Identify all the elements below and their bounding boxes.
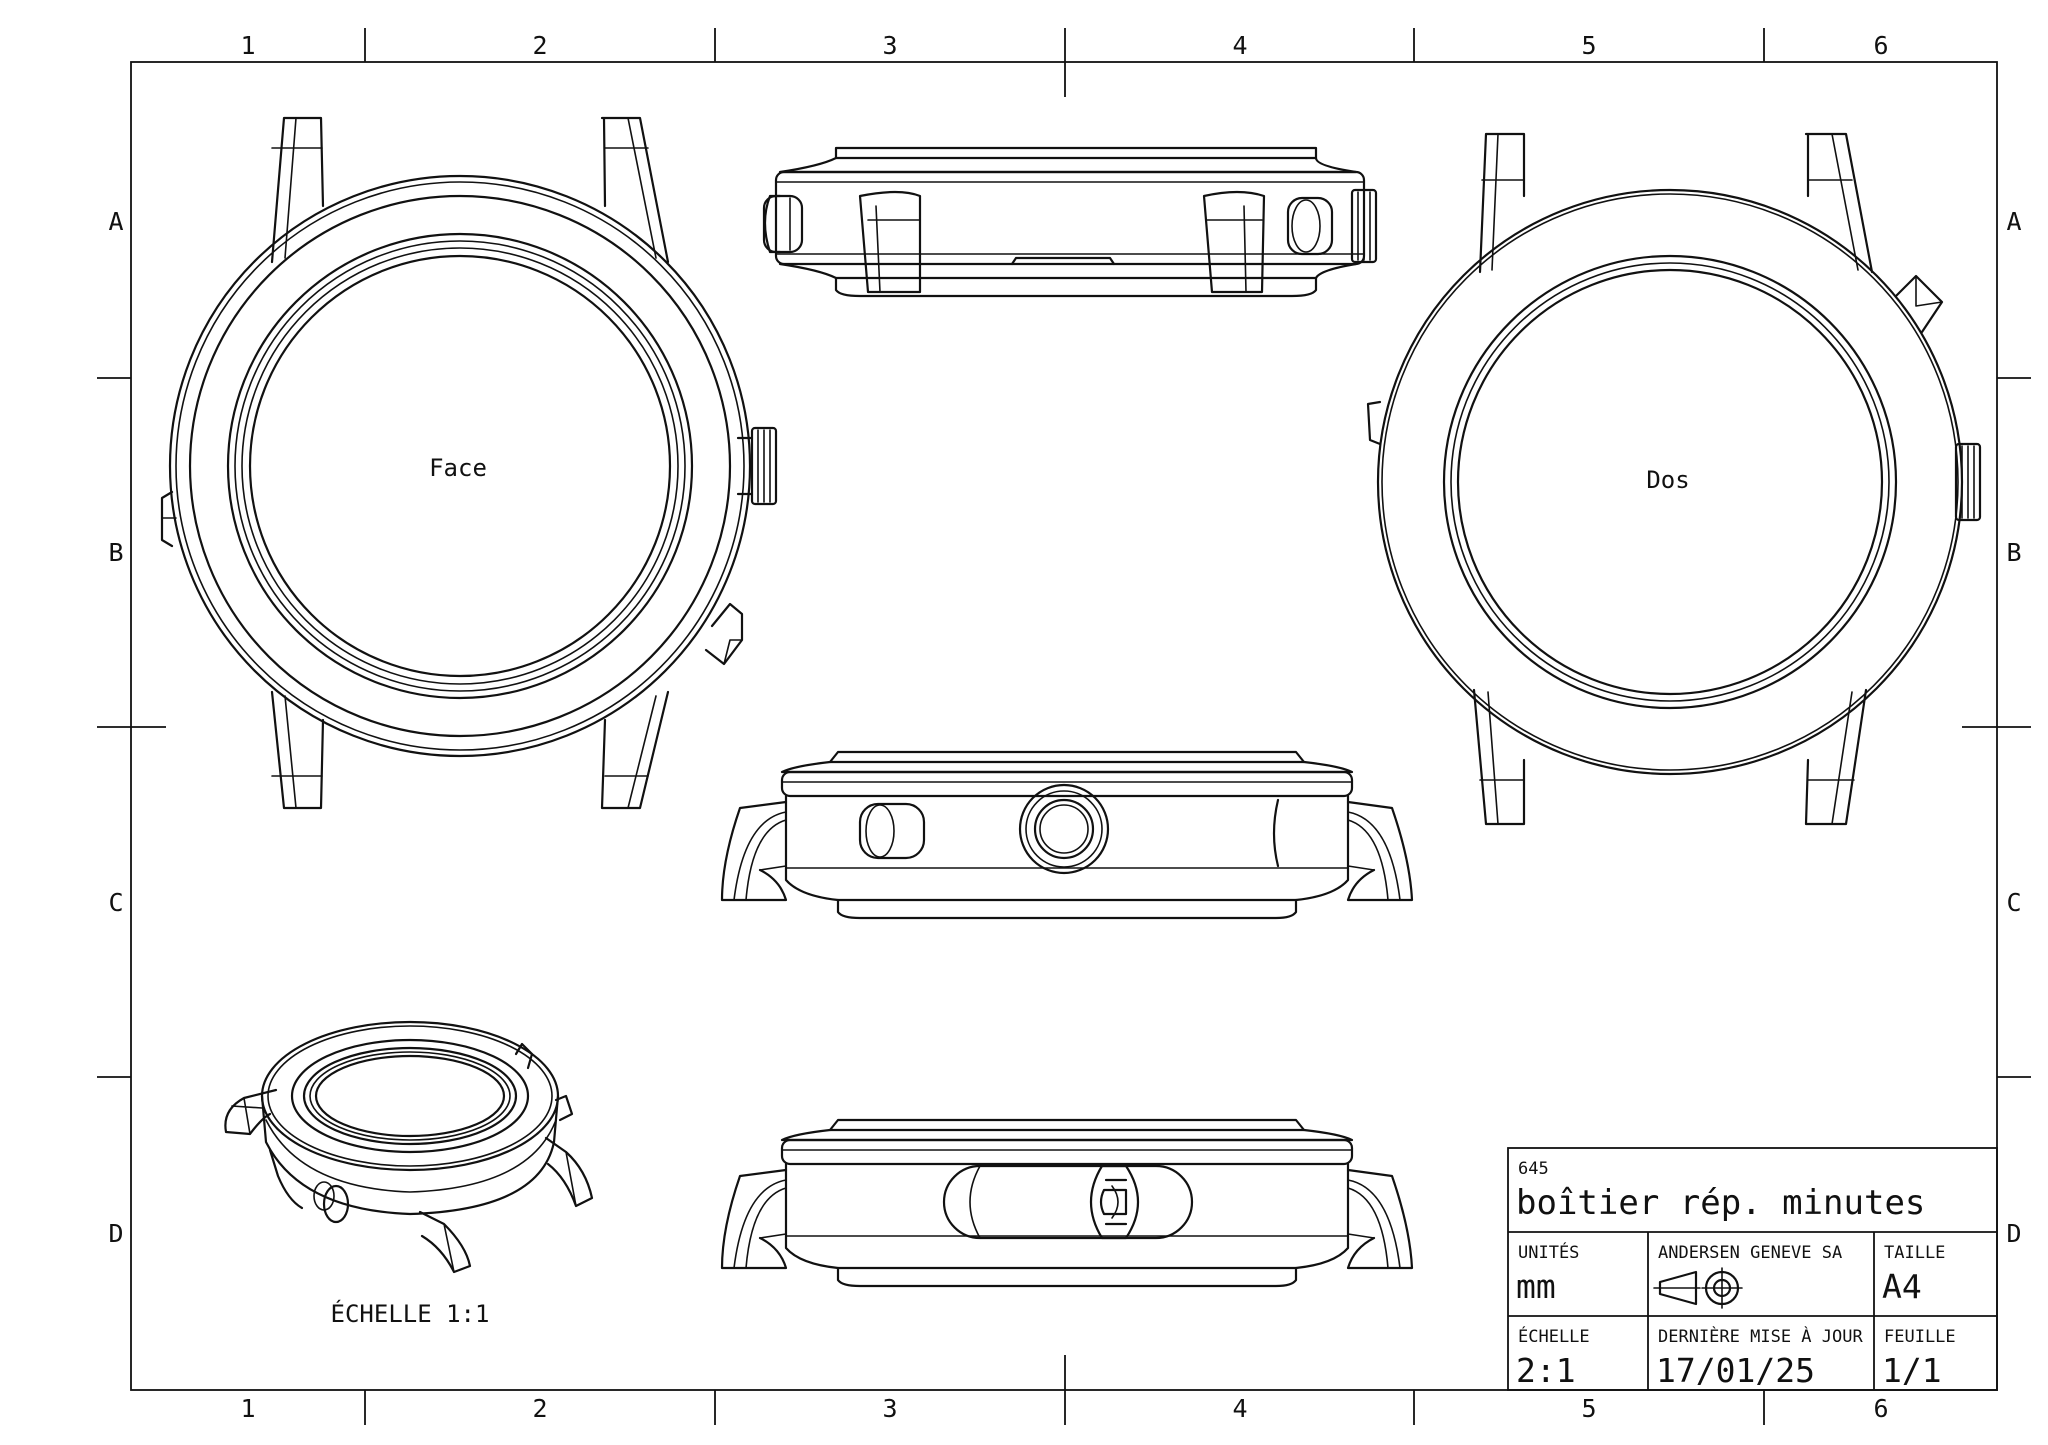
sheet-value: 1/1: [1882, 1351, 1942, 1390]
zone-col-6-bottom: 6: [1873, 1394, 1888, 1423]
size-value: A4: [1882, 1267, 1922, 1306]
drawing-title: boîtier rép. minutes: [1516, 1183, 1925, 1223]
zone-row-d-left: D: [108, 1219, 123, 1248]
zone-row-c-left: C: [108, 888, 123, 917]
front-view: Face: [160, 116, 778, 810]
back-crystal: [1456, 268, 1884, 696]
zone-col-2-bottom: 2: [532, 1394, 547, 1423]
company-name: ANDERSEN GENEVE SA: [1658, 1243, 1842, 1263]
zone-row-b-left: B: [108, 538, 123, 567]
repeater-slot: [942, 1164, 1194, 1240]
title-block: 645 boîtier rép. minutes UNITÉS mm ANDER…: [1507, 1147, 1998, 1391]
isometric-view: ÉCHELLE 1:1: [224, 1020, 594, 1328]
zone-col-4-top: 4: [1232, 31, 1247, 60]
sheet-frame: [97, 28, 2031, 1425]
front-lugs: [270, 116, 670, 810]
units-value: mm: [1516, 1267, 1556, 1306]
front-crown: [736, 426, 778, 506]
back-case-outer: [1376, 188, 1964, 776]
zone-col-5-top: 5: [1581, 31, 1596, 60]
zone-col-3-bottom: 3: [882, 1394, 897, 1423]
scale-value: 2:1: [1516, 1351, 1576, 1390]
zone-col-6-top: 6: [1873, 31, 1888, 60]
front-crystal: [248, 254, 672, 678]
zone-row-b-right: B: [2006, 538, 2021, 567]
isometric-scale-note: ÉCHELLE 1:1: [331, 1299, 490, 1328]
last-updated-label: DERNIÈRE MISE À JOUR: [1658, 1325, 1863, 1347]
top-side-view: [762, 146, 1378, 298]
back-lugs: [1472, 132, 1874, 826]
last-updated-value: 17/01/25: [1656, 1351, 1815, 1390]
zone-labels-right: A B C D: [2006, 207, 2021, 1248]
drawing-number: 645: [1518, 1159, 1549, 1179]
zone-col-3-top: 3: [882, 31, 897, 60]
back-view: Dos: [1366, 132, 1982, 826]
sheet-label: FEUILLE: [1884, 1327, 1956, 1347]
zone-labels-bottom: 1 2 3 4 5 6: [240, 1394, 1888, 1423]
back-view-label: Dos: [1646, 466, 1689, 494]
zone-col-5-bottom: 5: [1581, 1394, 1596, 1423]
size-label: TAILLE: [1884, 1243, 1945, 1263]
scale-label: ÉCHELLE: [1518, 1325, 1590, 1347]
front-pushers: [160, 490, 744, 666]
units-label: UNITÉS: [1518, 1241, 1579, 1263]
zone-row-c-right: C: [2006, 888, 2021, 917]
crown-side-view: [720, 750, 1414, 920]
zone-labels-top: 1 2 3 4 5 6: [240, 31, 1888, 60]
zone-col-4-bottom: 4: [1232, 1394, 1247, 1423]
first-angle-projection-icon: [1653, 1267, 1743, 1309]
zone-col-2-top: 2: [532, 31, 547, 60]
crown-knurled: [1018, 783, 1110, 875]
zone-row-d-right: D: [2006, 1219, 2021, 1248]
slider-side-view: [720, 1118, 1414, 1288]
front-case-outer: [168, 174, 752, 758]
zone-labels-left: A B C D: [108, 207, 123, 1248]
zone-row-a-right: A: [2006, 207, 2021, 236]
zone-col-1-bottom: 1: [240, 1394, 255, 1423]
front-view-label: Face: [429, 454, 487, 482]
zone-col-1-top: 1: [240, 31, 255, 60]
zone-row-a-left: A: [108, 207, 123, 236]
